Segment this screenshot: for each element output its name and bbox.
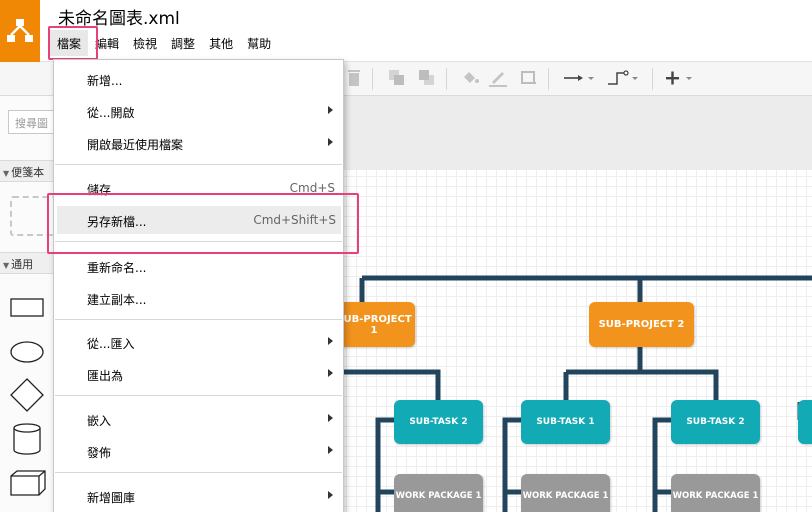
menu-separator (55, 472, 342, 473)
shadow-icon (521, 71, 536, 84)
submenu-arrow-icon (328, 414, 333, 422)
toolbar-divider (652, 68, 653, 90)
menu-item-new-library[interactable]: 新增圖庫 (54, 482, 343, 510)
menu-item-rename[interactable]: 重新命名... (54, 252, 343, 280)
rectangle-shape[interactable] (10, 296, 44, 318)
menu-separator (55, 241, 342, 242)
submenu-arrow-icon (328, 369, 333, 377)
toolbar-divider (548, 68, 549, 90)
menu-item-save-as[interactable]: 另存新檔... Cmd+Shift+S (57, 206, 341, 234)
connection-style-button[interactable] (562, 67, 596, 89)
menu-view[interactable]: 檢視 (133, 37, 158, 51)
delete-button[interactable] (346, 67, 362, 89)
menu-item-new[interactable]: 新增... (54, 65, 343, 93)
menu-item-label: 建立副本... (87, 293, 147, 307)
waypoint-icon (608, 70, 638, 85)
shadow-button[interactable] (520, 67, 538, 89)
line-color-button[interactable] (488, 67, 508, 89)
to-front-button[interactable] (388, 67, 406, 89)
app-header: 未命名圖表.xml 檔案 編輯 檢視 調整 其他 幫助 (0, 0, 812, 62)
section-label: 便箋本 (11, 166, 45, 179)
to-back-icon (419, 70, 434, 85)
section-scratchpad[interactable]: ▼便箋本 (0, 160, 55, 182)
menu-item-label: 匯出為 (87, 369, 124, 383)
menu-item-label: 嵌入 (87, 414, 112, 428)
shape-search-input[interactable]: 搜尋圖 (8, 110, 55, 134)
menu-item-label: 新增圖庫 (87, 491, 136, 505)
menu-separator (55, 319, 342, 320)
diagram-node[interactable]: SUB-PROJECT 1 (333, 302, 415, 347)
diagram-node[interactable]: SUB-TASK 2 (671, 400, 760, 444)
to-front-icon (389, 70, 404, 85)
waypoint-style-button[interactable] (606, 67, 640, 89)
menubar: 檔案 編輯 檢視 調整 其他 幫助 (50, 30, 278, 56)
file-menu-dropdown: 新增... 從...開啟 開啟最近使用檔案 儲存 Cmd+S 另存新檔... C… (53, 59, 344, 512)
menu-arrange[interactable]: 調整 (171, 37, 196, 51)
menu-edit[interactable]: 編輯 (95, 37, 120, 51)
menu-item-label: 從...匯入 (87, 337, 135, 351)
document-title[interactable]: 未命名圖表.xml (58, 9, 180, 29)
menu-extras[interactable]: 其他 (209, 37, 234, 51)
menu-file[interactable]: 檔案 (50, 30, 89, 56)
menu-help[interactable]: 幫助 (247, 37, 272, 51)
scratchpad-drop-area[interactable] (10, 196, 55, 236)
toolbar-divider (446, 68, 447, 90)
menu-item-publish[interactable]: 發佈 (54, 437, 343, 465)
menu-item-open-recent[interactable]: 開啟最近使用檔案 (54, 129, 343, 157)
submenu-arrow-icon (328, 491, 333, 499)
collapse-arrow-icon: ▼ (3, 261, 10, 270)
arrow-right-icon (564, 75, 594, 81)
menu-item-label: 重新命名... (87, 261, 147, 275)
menu-item-import-from[interactable]: 從...匯入 (54, 328, 343, 356)
menu-item-label: 發佈 (87, 446, 112, 460)
save-group-highlight (47, 193, 359, 254)
diagram-node[interactable]: WORK PACKAGE 1 (671, 474, 760, 512)
pencil-icon (489, 72, 507, 87)
menu-item-label: 新增... (87, 74, 123, 88)
section-general[interactable]: ▼通用 (0, 252, 55, 274)
diagram-node[interactable]: WORK PACKAGE 1 (394, 474, 483, 512)
cube-shape[interactable] (10, 470, 46, 496)
menu-separator (55, 164, 342, 165)
insert-button[interactable] (664, 67, 698, 89)
paint-bucket-icon (464, 72, 479, 83)
submenu-arrow-icon (328, 337, 333, 345)
section-label: 通用 (11, 258, 34, 271)
menu-item-export-as[interactable]: 匯出為 (54, 360, 343, 388)
menu-item-label: 從...開啟 (87, 106, 135, 120)
app-logo[interactable] (0, 0, 40, 62)
ellipse-shape[interactable] (10, 340, 44, 364)
toolbar-divider (372, 68, 373, 90)
diamond-shape[interactable] (10, 378, 44, 412)
drawio-logo-icon (7, 19, 33, 42)
plus-icon (666, 71, 692, 85)
menu-item-label: 開啟最近使用檔案 (87, 138, 184, 152)
cylinder-shape[interactable] (12, 422, 42, 456)
diagram-node-partial[interactable] (798, 400, 812, 444)
menu-item-open-from[interactable]: 從...開啟 (54, 97, 343, 125)
trash-icon (348, 70, 360, 86)
menu-item-embed[interactable]: 嵌入 (54, 405, 343, 433)
diagram-node[interactable]: WORK PACKAGE 1 (521, 474, 610, 512)
menu-item-shortcut: Cmd+Shift+S (253, 213, 336, 227)
menu-separator (55, 395, 342, 396)
submenu-arrow-icon (328, 106, 333, 114)
to-back-button[interactable] (418, 67, 436, 89)
diagram-node[interactable]: SUB-PROJECT 2 (589, 302, 694, 347)
diagram-node[interactable]: SUB-TASK 1 (521, 400, 610, 444)
fill-color-button[interactable] (460, 67, 480, 89)
submenu-arrow-icon (328, 446, 333, 454)
menu-item-label: 另存新檔... (87, 215, 147, 229)
submenu-arrow-icon (328, 138, 333, 146)
menu-item-shortcut: Cmd+S (289, 181, 335, 195)
diagram-node[interactable]: SUB-TASK 2 (394, 400, 483, 444)
menu-item-make-copy[interactable]: 建立副本... (54, 284, 343, 312)
collapse-arrow-icon: ▼ (3, 169, 10, 178)
